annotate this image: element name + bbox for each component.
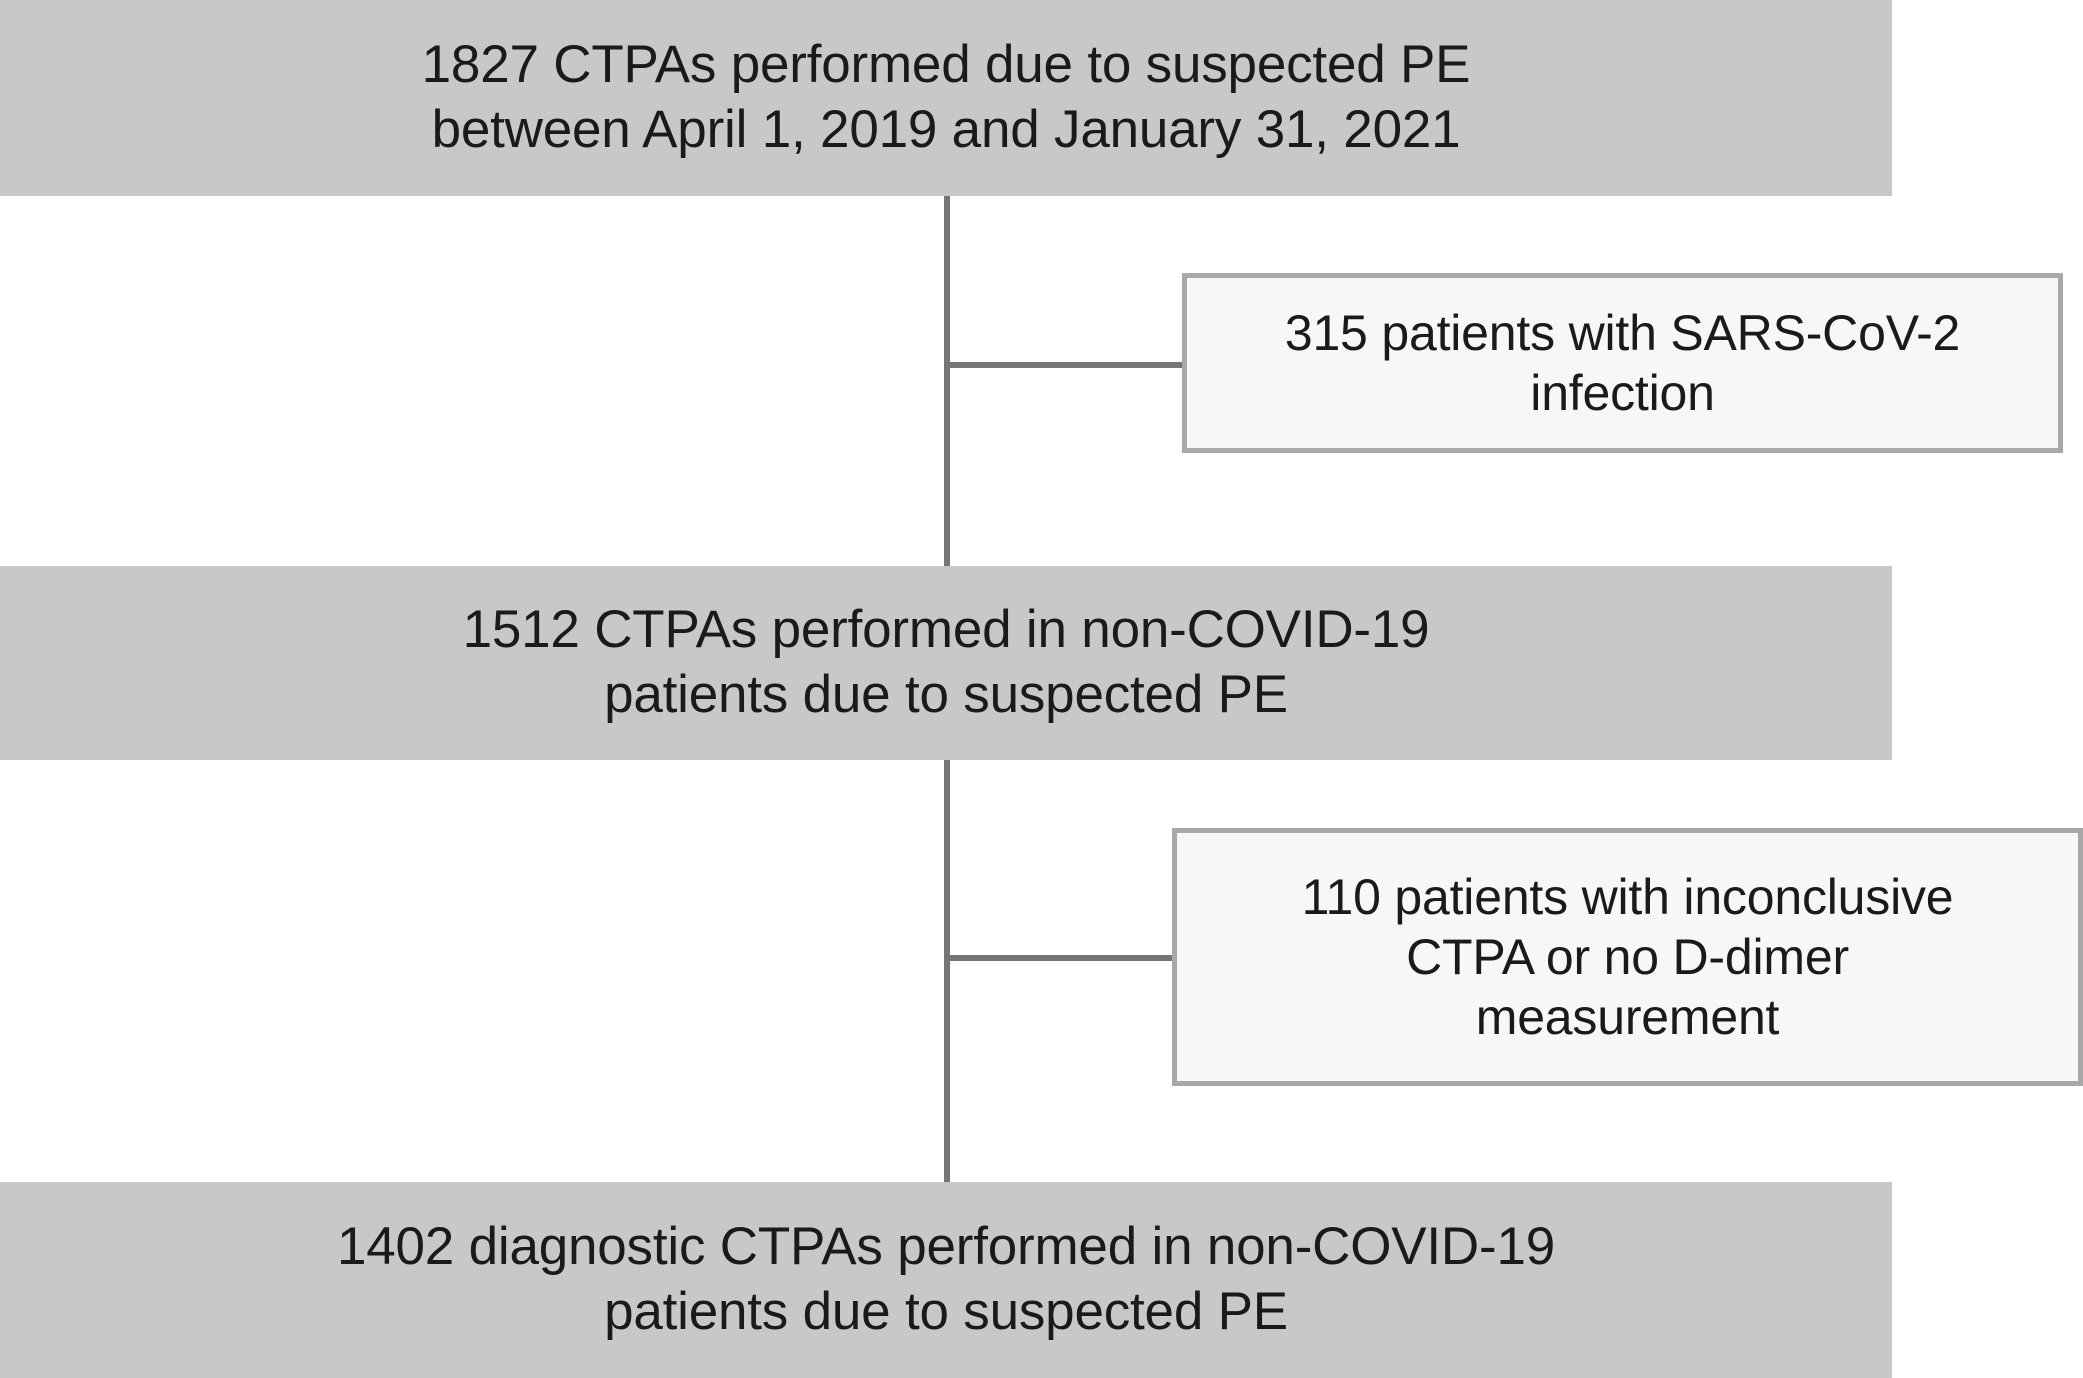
flow-node-non-covid-ctpas-label: 1512 CTPAs performed in non-COVID-19 pat… (462, 600, 1430, 724)
connector-horizontal-to-exclusion-1 (944, 362, 1184, 368)
flow-node-diagnostic-ctpas: 1402 diagnostic CTPAs performed in non-C… (0, 1182, 1892, 1378)
flow-node-total-ctpas: 1827 CTPAs performed due to suspected PE… (0, 0, 1892, 196)
flow-node-exclusion-sars-cov-2: 315 patients with SARS-CoV-2 infection (1182, 273, 2063, 453)
connector-horizontal-to-exclusion-2 (944, 955, 1174, 961)
flow-node-exclusion-inconclusive: 110 patients with inconclusive CTPA or n… (1172, 828, 2083, 1086)
flow-node-exclusion-sars-cov-2-label: 315 patients with SARS-CoV-2 infection (1284, 305, 1961, 421)
connector-vertical-box2-to-box3 (944, 760, 950, 1184)
flow-node-exclusion-inconclusive-label: 110 patients with inconclusive CTPA or n… (1301, 869, 1954, 1045)
connector-vertical-box1-to-box2 (944, 196, 950, 568)
flow-node-non-covid-ctpas: 1512 CTPAs performed in non-COVID-19 pat… (0, 566, 1892, 760)
flow-node-total-ctpas-label: 1827 CTPAs performed due to suspected PE… (421, 35, 1471, 159)
flow-node-diagnostic-ctpas-label: 1402 diagnostic CTPAs performed in non-C… (336, 1217, 1556, 1341)
